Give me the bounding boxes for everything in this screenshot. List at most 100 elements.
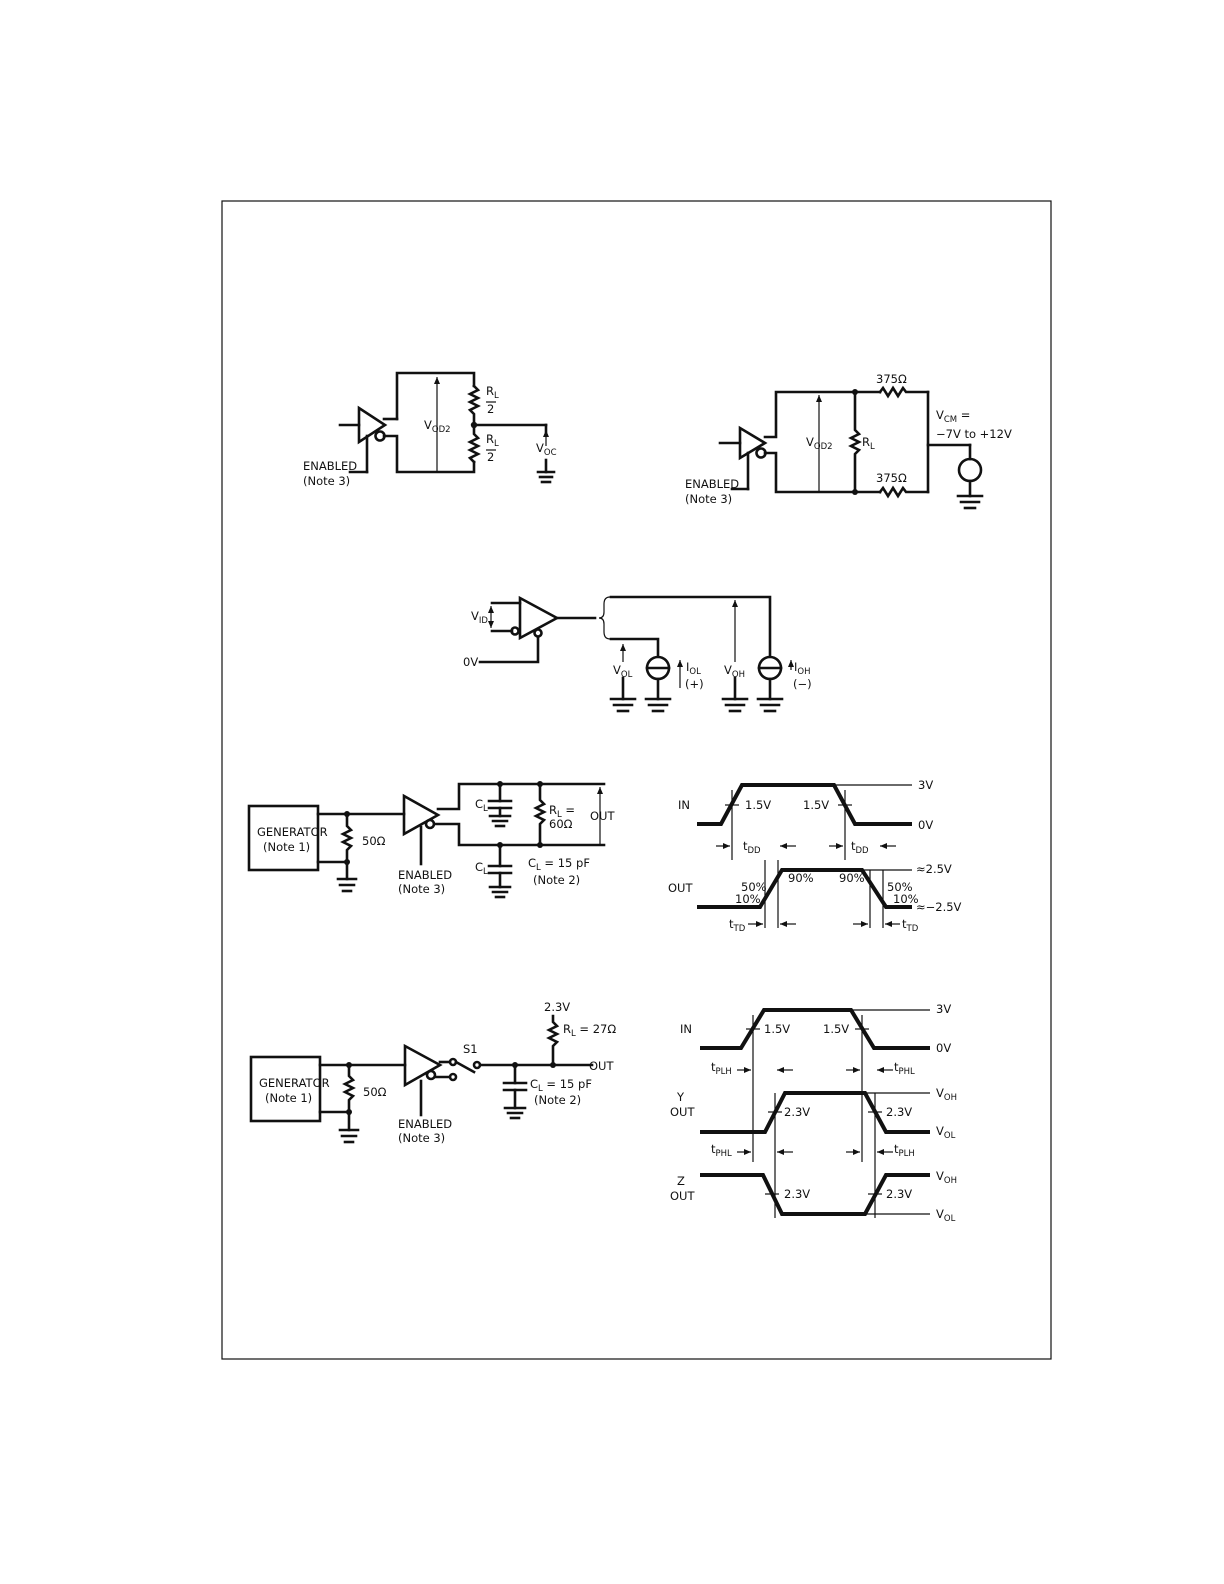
svg-text:(Note 2): (Note 2) xyxy=(533,873,580,887)
svg-text:≈2.5V: ≈2.5V xyxy=(916,862,952,876)
svg-text:Y: Y xyxy=(676,1090,685,1104)
svg-text:1.5V: 1.5V xyxy=(803,798,829,812)
svg-text:(+): (+) xyxy=(685,677,704,691)
in-waveform xyxy=(700,1008,930,1050)
vod2-label: VOD2 xyxy=(424,418,451,435)
svg-text:ENABLED: ENABLED xyxy=(398,1117,452,1131)
svg-text:(Note 1): (Note 1) xyxy=(263,840,310,854)
svg-text:90%: 90% xyxy=(839,871,865,885)
svg-text:ENABLED: ENABLED xyxy=(685,477,739,491)
svg-text:2.3V: 2.3V xyxy=(886,1105,912,1119)
r50-resistor xyxy=(340,812,354,881)
out-label: OUT xyxy=(590,809,615,823)
y-out-waveform xyxy=(700,1091,930,1134)
svg-text:tPLH: tPLH xyxy=(894,1142,915,1159)
svg-text:OUT: OUT xyxy=(589,1059,614,1073)
svg-text:1.5V: 1.5V xyxy=(823,1022,849,1036)
svg-text:90%: 90% xyxy=(788,871,814,885)
ground-icon xyxy=(336,877,358,893)
vid-label: VID xyxy=(471,609,488,626)
svg-text:IOL: IOL xyxy=(686,660,701,677)
ground-icon xyxy=(338,1128,360,1144)
ground-icon xyxy=(956,494,984,510)
ground-icon xyxy=(721,697,749,713)
svg-text:2.3V: 2.3V xyxy=(886,1187,912,1201)
rl-half-top-resistor xyxy=(467,384,481,427)
zero-v-label: 0V xyxy=(463,655,478,669)
voltage-source-icon xyxy=(957,457,983,483)
svg-text:VOL: VOL xyxy=(613,663,633,680)
out-label: OUT xyxy=(668,881,693,895)
differential-delay-waveforms: IN OUT 3V 0V 1.5V 1.5V tDD tDD 50% 10% 9… xyxy=(668,778,962,934)
svg-text:2: 2 xyxy=(487,450,494,464)
svg-text:(Note 1): (Note 1) xyxy=(265,1091,312,1105)
note3-label: (Note 3) xyxy=(303,474,350,488)
svg-text:RL = 27Ω: RL = 27Ω xyxy=(563,1022,616,1039)
r375-top-label: 375Ω xyxy=(876,372,907,386)
in-label: IN xyxy=(678,798,690,812)
rl-label: R xyxy=(486,384,494,398)
svg-text:(Note 2): (Note 2) xyxy=(534,1093,581,1107)
svg-text:(Note 3): (Note 3) xyxy=(398,1131,445,1145)
svg-text:1.5V: 1.5V xyxy=(745,798,771,812)
driver-symbol xyxy=(357,405,388,445)
vcm-range-label: −7V to +12V xyxy=(936,427,1012,441)
svg-text:tPHL: tPHL xyxy=(894,1060,915,1077)
svg-text:GENERATOR: GENERATOR xyxy=(259,1076,330,1090)
svg-text:tDD: tDD xyxy=(743,839,761,856)
propagation-delay-test-circuit: GENERATOR (Note 1) 50Ω 2.3V RL = 27Ω OUT… xyxy=(249,1000,616,1145)
svg-text:≈−2.5V: ≈−2.5V xyxy=(916,900,962,914)
svg-text:0V: 0V xyxy=(918,818,933,832)
svg-text:(−): (−) xyxy=(793,677,812,691)
generator-box xyxy=(247,804,320,872)
svg-text:1.5V: 1.5V xyxy=(764,1022,790,1036)
svg-text:RL: RL xyxy=(486,432,499,449)
switch-s1 xyxy=(454,1060,476,1074)
brace xyxy=(598,596,611,640)
r375-top-resistor xyxy=(878,385,930,399)
rl-resistor xyxy=(848,390,862,494)
driver-vcm-test-circuit: VOD2 RL 375Ω 375Ω VCM = −7V to +12V ENAB… xyxy=(685,372,1012,510)
z-out-waveform xyxy=(700,1173,930,1216)
svg-text:CL = 15 pF: CL = 15 pF xyxy=(528,856,590,873)
svg-text:RL: RL xyxy=(862,435,875,452)
svg-text:(Note 3): (Note 3) xyxy=(685,492,732,506)
r375-bottom-label: 375Ω xyxy=(876,471,907,485)
svg-text:10%: 10% xyxy=(893,892,919,906)
svg-text:10%: 10% xyxy=(735,892,761,906)
svg-text:50%: 50% xyxy=(741,880,767,894)
svg-text:50Ω: 50Ω xyxy=(363,1085,387,1099)
svg-text:CL = 15 pF: CL = 15 pF xyxy=(530,1077,592,1094)
voc-label: VOC xyxy=(536,441,557,458)
svg-text:tTD: tTD xyxy=(902,917,919,934)
svg-text:50%: 50% xyxy=(887,880,913,894)
svg-text:VOH: VOH xyxy=(724,663,745,680)
svg-text:CL: CL xyxy=(475,860,488,877)
driver-voc-test-circuit: VOD2 RL 2 RL 2 VOC ENABLED (Note 3) xyxy=(303,371,557,488)
svg-text:VOL: VOL xyxy=(936,1207,956,1224)
svg-text:Z: Z xyxy=(677,1174,685,1188)
r375-bottom-resistor xyxy=(878,485,930,499)
svg-text:ENABLED: ENABLED xyxy=(398,868,452,882)
svg-text:tPLH: tPLH xyxy=(711,1060,732,1077)
svg-text:2.3V: 2.3V xyxy=(784,1105,810,1119)
svg-text:2.3V: 2.3V xyxy=(544,1000,570,1014)
svg-text:RL =: RL = xyxy=(549,803,575,820)
svg-text:VOD2: VOD2 xyxy=(806,435,833,452)
ground-icon xyxy=(756,697,784,713)
svg-text:0V: 0V xyxy=(936,1041,951,1055)
ground-icon xyxy=(536,470,556,484)
ground-icon xyxy=(644,697,672,713)
svg-text:VOH: VOH xyxy=(936,1086,957,1103)
svg-text:IN: IN xyxy=(680,1022,692,1036)
svg-text:RL: RL xyxy=(486,384,499,401)
svg-text:OUT: OUT xyxy=(670,1189,695,1203)
svg-text:VOH: VOH xyxy=(936,1169,957,1186)
svg-text:2: 2 xyxy=(487,402,494,416)
ground-icon xyxy=(609,697,637,713)
rl27-resistor xyxy=(546,1014,560,1067)
svg-text:CL: CL xyxy=(475,797,488,814)
svg-text:IOH: IOH xyxy=(794,660,811,677)
page-frame xyxy=(221,200,1052,1360)
